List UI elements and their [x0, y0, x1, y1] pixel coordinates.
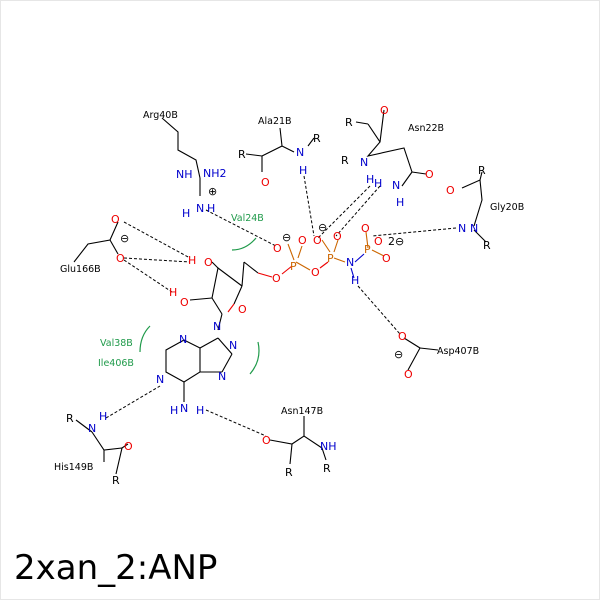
- atom-label: N: [179, 333, 187, 346]
- atom-label: O: [313, 234, 322, 247]
- atom-label: R: [66, 412, 74, 425]
- atom-label: R: [345, 116, 353, 129]
- atom-label: P: [290, 260, 297, 273]
- residue-label-glu166b: Glu166B: [60, 264, 101, 275]
- atom-label: H: [188, 254, 196, 267]
- atom-label: O: [425, 168, 434, 181]
- residue-label-asn22b: Asn22B: [408, 123, 444, 134]
- atom-label: R: [323, 462, 331, 475]
- atom-label: H: [351, 274, 359, 287]
- atom-label: H: [374, 177, 382, 190]
- atom-label: N: [180, 402, 188, 415]
- atom-label: NH2: [203, 167, 227, 180]
- residue-label-arg40b: Arg40B: [143, 110, 178, 121]
- ligand-ribose: [189, 261, 245, 331]
- charge-label: 2⊖: [388, 235, 404, 248]
- atom-label: O: [124, 440, 133, 453]
- hydrophobic-labels: Val24B Val38B Ile406B: [98, 213, 264, 369]
- residue-label-gly20b: Gly20B: [490, 202, 524, 213]
- atom-label: O: [404, 368, 413, 381]
- atom-label: O: [272, 272, 281, 285]
- charge-label: ⊖: [318, 221, 327, 234]
- diagram-title: 2xan_2:ANP: [14, 548, 218, 588]
- charge-label: ⊖: [282, 231, 291, 244]
- atom-label: R: [341, 154, 349, 167]
- hydrophobic-contacts: [139, 237, 260, 375]
- atom-label: R: [483, 239, 491, 252]
- atom-label: N: [88, 422, 96, 435]
- atom-label: NH: [176, 168, 193, 181]
- atom-label: N: [218, 370, 226, 383]
- atom-label: H: [396, 196, 404, 209]
- atom-label: R: [285, 466, 293, 479]
- hydrogen-bonds: [105, 175, 457, 437]
- atom-label: O: [273, 242, 282, 255]
- residue-sticks: [73, 109, 487, 475]
- atom-label: NH: [320, 440, 337, 453]
- atom-label: N: [156, 373, 164, 386]
- atom-label: O: [446, 184, 455, 197]
- ligand-phosphate-chain: [243, 231, 385, 279]
- atom-label: O: [361, 222, 370, 235]
- atom-label: O: [398, 330, 407, 343]
- charge-label: ⊕: [208, 185, 217, 198]
- atom-label: H: [207, 202, 215, 215]
- atom-label: O: [311, 266, 320, 279]
- atom-label: N: [392, 179, 400, 192]
- residue-label-ala21b: Ala21B: [258, 116, 292, 127]
- residue-label-asp407b: Asp407B: [437, 346, 479, 357]
- atom-label: O: [111, 213, 120, 226]
- residue-label-his149b: His149B: [54, 462, 93, 473]
- atom-label: O: [238, 303, 247, 316]
- atom-label: O: [116, 252, 125, 265]
- residue-label-asn147b: Asn147B: [281, 406, 323, 417]
- atom-label: N: [458, 222, 466, 235]
- atom-label: H: [99, 410, 107, 423]
- atom-label: O: [298, 234, 307, 247]
- hydrophobic-label-ile406b: Ile406B: [98, 358, 134, 369]
- atom-label: N: [196, 202, 204, 215]
- atom-label: P: [364, 243, 371, 256]
- atom-label: P: [327, 252, 334, 265]
- atom-label: H: [182, 207, 190, 220]
- atom-label: N: [470, 222, 478, 235]
- atom-label: H: [169, 286, 177, 299]
- atom-label: H: [170, 404, 178, 417]
- atom-label: O: [262, 434, 271, 447]
- atom-label: O: [333, 230, 342, 243]
- atom-label: N: [346, 256, 354, 269]
- atom-label: O: [382, 252, 391, 265]
- ligand-adenine: [165, 337, 233, 402]
- atom-label: O: [261, 176, 270, 189]
- atom-label: R: [313, 132, 321, 145]
- atom-label: N: [360, 156, 368, 169]
- atom-label: N: [296, 146, 304, 159]
- hydrophobic-label-val24b: Val24B: [231, 213, 264, 224]
- hydrophobic-label-val38b: Val38B: [100, 338, 133, 349]
- atom-labels: NH NH2 ⊕ N H H R O N H R R O R N H H N H…: [66, 104, 491, 487]
- atom-label: O: [180, 296, 189, 309]
- atom-label: R: [112, 474, 120, 487]
- residue-labels: Arg40B Ala21B Asn22B Gly20B Glu166B Asp4…: [54, 110, 524, 473]
- atom-label: N: [229, 339, 237, 352]
- atom-label: H: [366, 173, 374, 186]
- atom-label: H: [299, 164, 307, 177]
- atom-label: O: [380, 104, 389, 117]
- atom-label: N: [213, 320, 221, 333]
- charge-label: ⊖: [120, 232, 129, 245]
- atom-label: R: [238, 148, 246, 161]
- charge-label: ⊖: [394, 348, 403, 361]
- atom-label: H: [196, 404, 204, 417]
- atom-label: O: [204, 256, 213, 269]
- atom-label: O: [374, 235, 383, 248]
- atom-label: R: [478, 164, 486, 177]
